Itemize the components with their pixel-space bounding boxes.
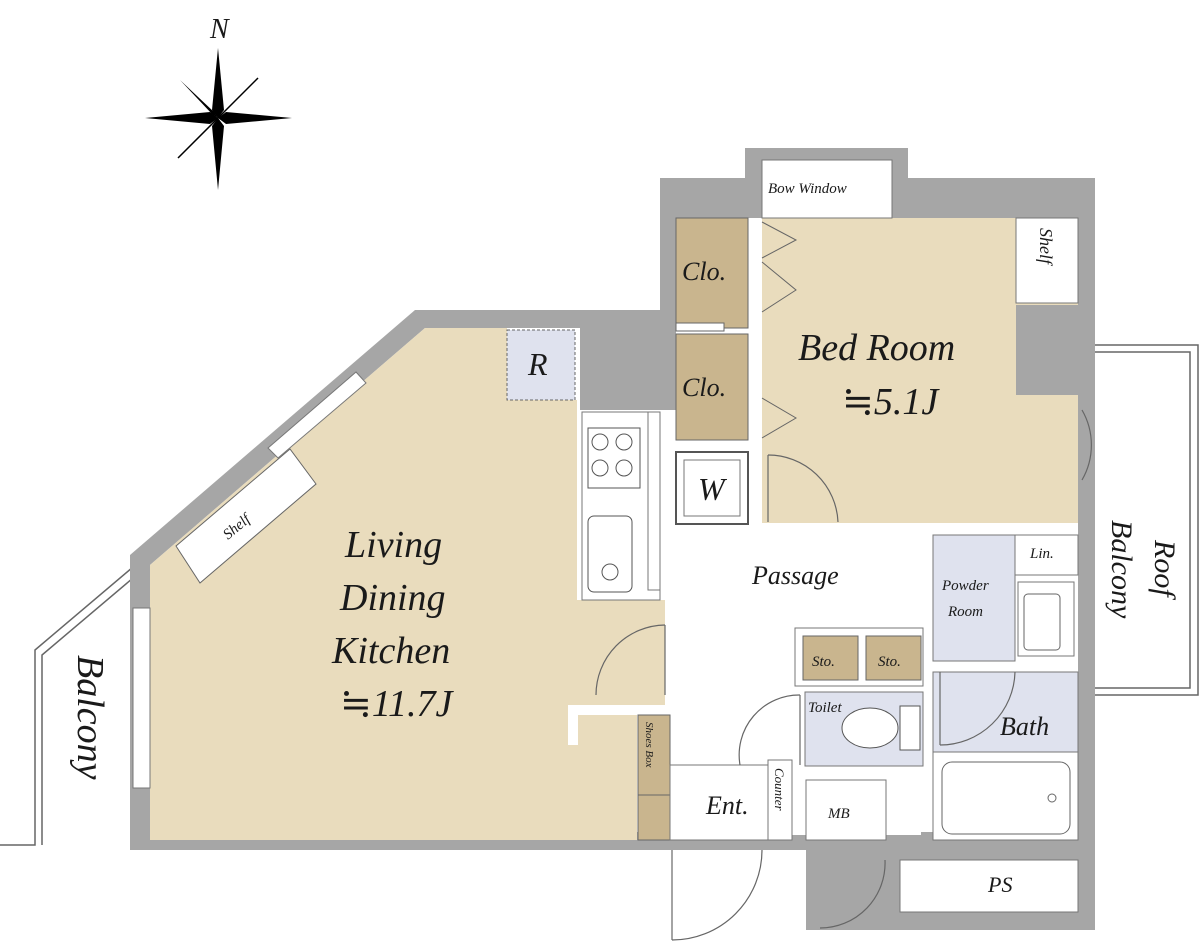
fridge-label: R <box>527 346 548 382</box>
sink-icon <box>587 515 633 593</box>
window-west <box>132 607 151 789</box>
mb-box <box>805 779 887 841</box>
roof-balcony-label: Balcony <box>1105 520 1138 619</box>
bedroom-name: Bed Room <box>798 327 955 369</box>
bedroom-area: ≒5.1J <box>842 381 940 423</box>
powder-line1: Powder <box>941 578 989 594</box>
closet-doors <box>761 221 798 439</box>
shoes-box <box>637 714 671 796</box>
storage-left-label: Sto. <box>812 654 835 670</box>
balcony-label: Balcony <box>69 655 111 780</box>
bath-label: Bath <box>1000 712 1049 741</box>
counter <box>767 759 793 841</box>
roof-label: Roof <box>1148 539 1181 600</box>
ps-label: PS <box>987 872 1012 897</box>
closet-upper <box>675 217 749 329</box>
ldk-line1: Living <box>344 524 442 566</box>
closet-lower <box>675 333 749 441</box>
roof-balcony <box>1095 344 1199 696</box>
powder-room <box>932 534 1016 662</box>
bath-area <box>932 671 1079 753</box>
linen <box>1014 534 1079 576</box>
stove-icon <box>587 427 641 489</box>
compass-icon <box>145 48 292 190</box>
wash-basin <box>1017 581 1075 657</box>
bathtub <box>932 751 1079 841</box>
storage-left <box>802 635 859 681</box>
bedroom-shelf <box>1015 217 1079 304</box>
closet-upper-label: Clo. <box>682 257 726 286</box>
ldk-line2: Dining <box>339 577 446 619</box>
shelf-bedroom-label: Shelf <box>1036 228 1056 267</box>
ldk-shelf <box>175 448 317 584</box>
entrance-floor <box>669 764 769 841</box>
washer-area <box>675 451 749 525</box>
mb-label: MB <box>827 806 850 822</box>
fridge-area <box>506 329 576 401</box>
kitchen-counter <box>581 411 661 601</box>
closet-lower-label: Clo. <box>682 373 726 402</box>
balcony-left <box>0 566 134 846</box>
washer-label: W <box>698 471 728 507</box>
bow-window-label: Bow Window <box>768 181 847 197</box>
storage-right-label: Sto. <box>878 654 901 670</box>
shoes-box-label: Shoes Box <box>643 722 655 768</box>
bow-window <box>761 159 893 219</box>
passage-label: Passage <box>751 561 839 590</box>
storage-right <box>865 635 922 681</box>
powder-line2: Room <box>947 604 983 620</box>
ldk-line3: Kitchen <box>331 630 450 672</box>
doors <box>595 409 1092 941</box>
linen-label: Lin. <box>1029 546 1054 562</box>
entrance-label: Ent. <box>705 791 749 820</box>
window-diagonal <box>267 371 367 459</box>
ps-box <box>899 859 1079 913</box>
counter-label: Counter <box>772 768 787 812</box>
north-label: N <box>209 14 230 45</box>
toilet-label: Toilet <box>808 700 842 716</box>
ldk-area: ≒11.7J <box>340 683 455 725</box>
